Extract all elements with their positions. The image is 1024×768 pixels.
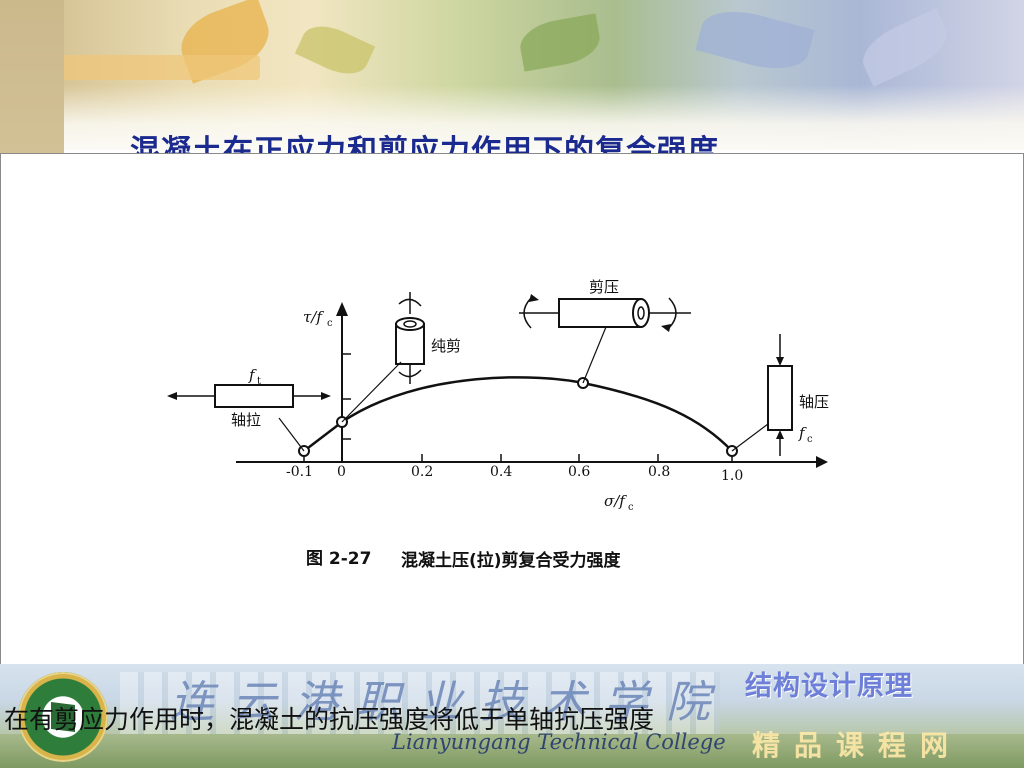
x-tick-label: -0.1	[286, 464, 313, 480]
shear-compression-specimen-icon	[558, 298, 642, 328]
compression-arrow-top-head	[776, 357, 784, 366]
label-ft-subscript: t	[257, 376, 261, 387]
college-logo	[18, 672, 108, 762]
x-tick-label: 0	[337, 464, 346, 480]
x-axis-label: σ/f	[604, 492, 627, 510]
rotation-arrow-left	[523, 297, 532, 329]
x-tick-label: 0.8	[648, 464, 670, 480]
college-name-english: Lianyungang Technical College	[392, 730, 726, 754]
leaf-decoration	[40, 55, 260, 80]
leader-line	[582, 326, 607, 384]
shear-specimen-hole	[403, 320, 417, 328]
label-fc: f	[798, 424, 807, 442]
label-ft: f	[248, 366, 257, 384]
top-decorative-banner	[0, 0, 1024, 150]
slide-caption: 在有剪应力作用时，混凝土的抗压强度将低于单轴抗压强度	[4, 705, 655, 734]
figure-panel: -0.1 0 0.2 0.4 0.6 0.8 1.0 τ/f c σ/f c f…	[0, 153, 1024, 665]
specimen-end-hole	[637, 306, 645, 320]
composite-strength-diagram: -0.1 0 0.2 0.4 0.6 0.8 1.0 τ/f c σ/f c f…	[167, 278, 829, 571]
tension-arrow-right-head	[321, 392, 331, 400]
x-tick-label: 0.2	[411, 464, 433, 480]
leader-line	[278, 417, 305, 452]
label-axial-tension: 轴拉	[231, 411, 261, 429]
x-tick-label: 0.6	[568, 464, 590, 480]
y-axis-label: τ/f	[303, 308, 324, 326]
label-axial-compression: 轴压	[799, 393, 829, 411]
x-axis-label-subscript: c	[628, 502, 634, 513]
logo-emblem-icon	[51, 702, 75, 732]
campus-ground-image	[0, 734, 1024, 768]
rotation-arrow-right	[668, 297, 677, 329]
compression-arrow-bottom-head	[776, 430, 784, 439]
label-pure-shear: 纯剪	[431, 337, 461, 355]
x-tick-label: 0.4	[490, 464, 512, 480]
tension-arrow-left-head	[167, 392, 177, 400]
bottom-decorative-banner	[0, 664, 1024, 768]
x-axis-arrow	[816, 456, 828, 468]
rotation-arrow-right-head	[661, 324, 671, 332]
course-subtitle: 精品课程网	[752, 729, 963, 762]
rotation-arrow-left-head	[529, 294, 539, 302]
college-name-chinese: 连云港职业技术学院	[170, 677, 728, 728]
label-fc-subscript: c	[807, 434, 813, 445]
strength-envelope-curve	[303, 376, 733, 452]
course-title: 结构设计原理	[745, 671, 913, 702]
leader-line	[731, 423, 769, 452]
compression-specimen-icon	[767, 365, 793, 431]
y-axis-label-subscript: c	[327, 318, 333, 329]
banner-fade	[0, 85, 1024, 150]
leader-line	[341, 361, 402, 423]
label-shear-compression: 剪压	[589, 278, 619, 296]
campus-buildings-image	[120, 672, 720, 742]
tension-specimen-icon	[214, 384, 294, 408]
figure-number: 图 2-27	[306, 549, 371, 569]
x-tick-label: 1.0	[721, 468, 743, 484]
figure-caption: 混凝土压(拉)剪复合受力强度	[401, 550, 622, 571]
y-axis-arrow	[336, 302, 348, 316]
